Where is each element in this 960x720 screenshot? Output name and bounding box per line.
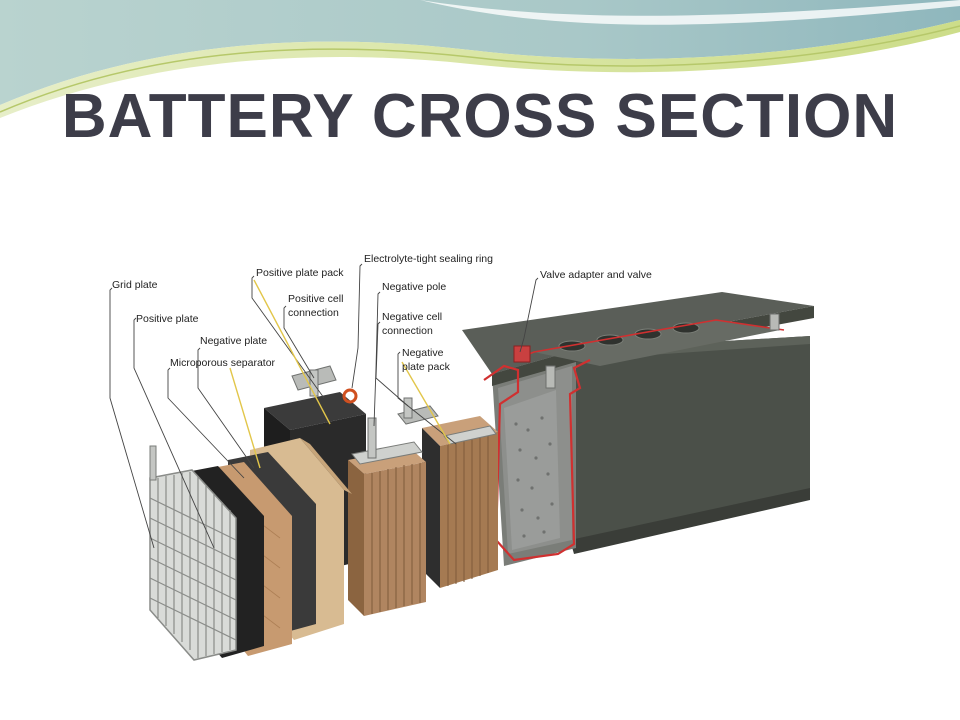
leader-microporous-separator (167, 367, 245, 479)
leader-positive-plate-pack (251, 275, 325, 399)
label-negative-pole: Negative pole (382, 281, 446, 293)
banner-teal-wave (0, 0, 960, 105)
label-positive-cell-1: Positive cell (288, 293, 343, 305)
label-positive-plate-pack: Positive plate pack (256, 267, 344, 279)
label-positive-cell-2: connection (288, 307, 339, 319)
label-positive-plate: Positive plate (136, 313, 199, 325)
leader-negative-cell (375, 321, 409, 407)
leader-yellow-negpack (401, 361, 451, 445)
label-negative-cell-1: Negative cell (382, 311, 442, 323)
slide-title: BATTERY CROSS SECTION (61, 82, 899, 151)
label-microporous-separator: Microporous separator (170, 357, 276, 369)
leader-negative-plate (197, 347, 255, 469)
leader-negative-pack (397, 351, 457, 445)
tan-separator-edge (300, 438, 352, 494)
label-grid-plate: Grid plate (112, 279, 158, 291)
label-negative-pack-1: Negative (402, 347, 444, 359)
leader-negative-pole (373, 291, 381, 427)
grid-plate (149, 445, 237, 661)
leader-positive-plate (133, 317, 215, 549)
leader-yellow-pack (253, 279, 331, 425)
red-seal-outline (483, 359, 591, 562)
leader-valve (519, 277, 539, 353)
battery-diagram: Grid plate Positive plate Negative plate… (104, 248, 828, 672)
leader-grid-plate (109, 287, 155, 549)
sealing-ring (342, 388, 358, 404)
label-negative-plate: Negative plate (200, 335, 267, 347)
leader-lines-yellow (229, 279, 451, 469)
banner-white-streak (420, 0, 960, 25)
leader-lines (109, 263, 539, 549)
case-terminal-pos (769, 313, 780, 331)
battery-case (462, 292, 814, 566)
label-negative-pack-2: plate pack (402, 361, 451, 373)
case-terminal-neg (545, 365, 556, 389)
porous-texture (514, 416, 554, 538)
negative-plate-pack (397, 397, 498, 588)
wave-banner (0, 0, 960, 118)
leader-yellow-separator (229, 367, 261, 469)
label-sealing-ring: Electrolyte-tight sealing ring (364, 253, 493, 265)
banner-line (0, 25, 960, 113)
valve-adapter (513, 345, 531, 363)
label-negative-cell-2: connection (382, 325, 433, 337)
leader-positive-cell (283, 305, 315, 379)
leader-sealing-ring (351, 263, 363, 389)
label-valve-adapter: Valve adapter and valve (540, 269, 652, 281)
